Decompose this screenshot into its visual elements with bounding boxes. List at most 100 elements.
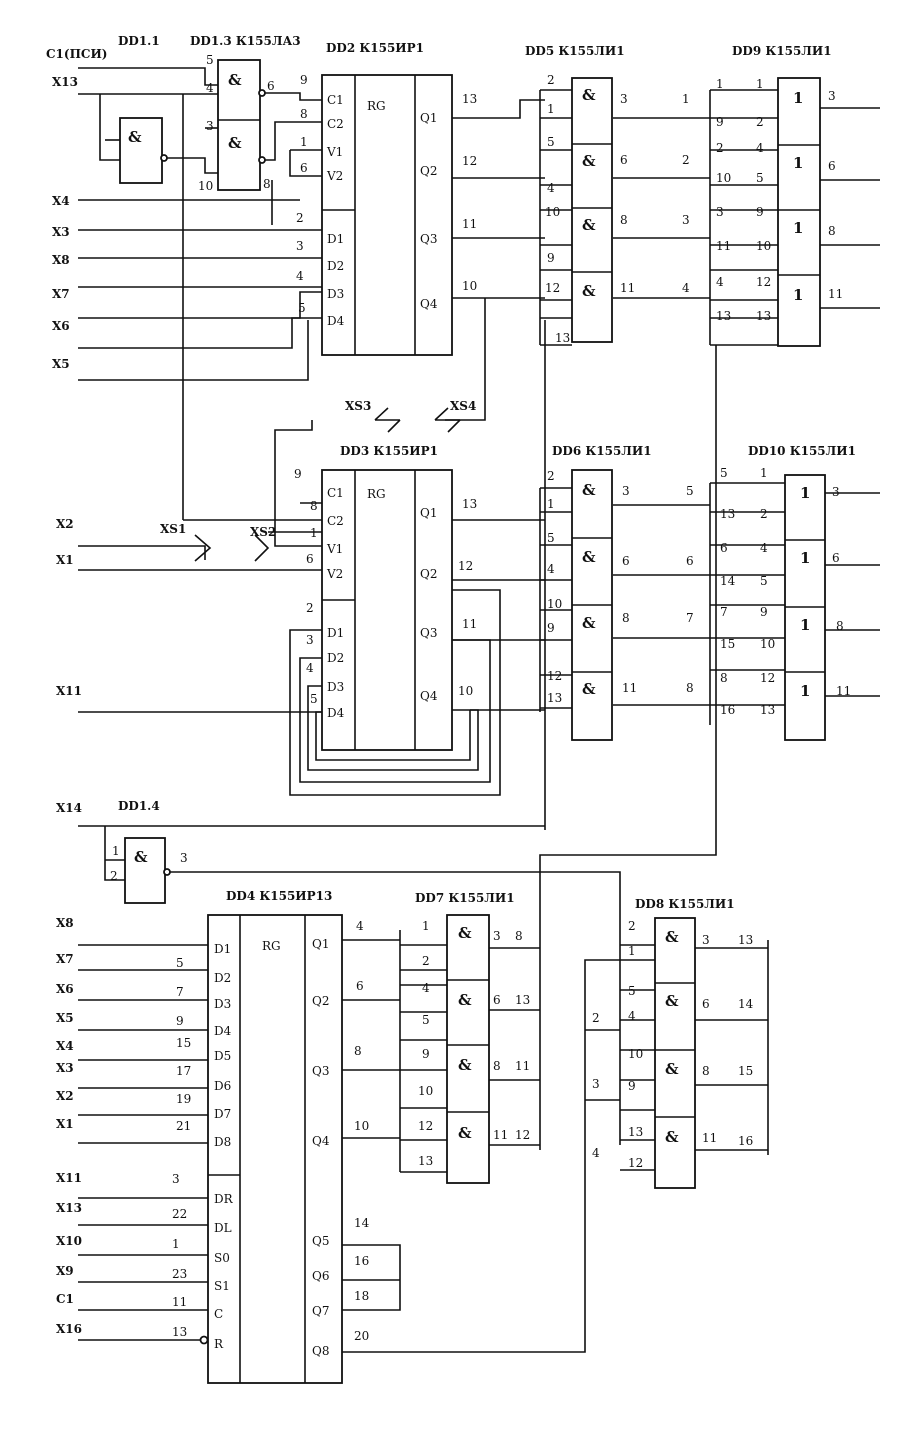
pin: 16 <box>738 1134 753 1148</box>
dd10-b-symbol: 1 <box>800 549 810 567</box>
pin: 16 <box>354 1254 369 1268</box>
dd4-q4: Q4 <box>312 1134 330 1148</box>
label-b-x4: X4 <box>56 1039 74 1053</box>
pin: 3 <box>592 1077 600 1091</box>
pin: 11 <box>462 217 477 231</box>
pin: 9 <box>547 621 555 635</box>
pin: 20 <box>354 1329 369 1343</box>
dd9-title: DD9 К155ЛИ1 <box>732 44 832 58</box>
dd1-1-gate: & <box>119 117 168 184</box>
bottom-wires <box>78 871 769 1353</box>
pin: 5 <box>547 135 555 149</box>
pin: 5 <box>547 531 555 545</box>
dd4-title: DD4 К155ИР13 <box>226 889 332 903</box>
dd2-d1: D1 <box>327 232 344 246</box>
chip-titles: DD1.1 DD1.3 К155ЛА3 DD2 К155ИР1 DD5 К155… <box>118 34 856 911</box>
pin: 1 <box>760 466 768 480</box>
pin: 1 <box>682 92 690 106</box>
pin: 2 <box>592 1011 600 1025</box>
pin: 1 <box>628 944 636 958</box>
dd4-s1: S1 <box>214 1279 230 1293</box>
pin: 3 <box>716 205 724 219</box>
label-x4: X4 <box>52 194 70 208</box>
dd8-d-symbol: & <box>665 1128 679 1146</box>
pin: 10 <box>716 171 731 185</box>
dd4-q8: Q8 <box>312 1344 329 1358</box>
pin: 12 <box>628 1156 643 1170</box>
pin: 8 <box>263 177 271 191</box>
pin: 1 <box>756 77 764 91</box>
dd5-b-symbol: & <box>582 152 596 170</box>
dd3-d2: D2 <box>327 651 344 665</box>
pin: 13 <box>738 933 753 947</box>
pin: 5 <box>756 171 764 185</box>
pin: 16 <box>720 703 735 717</box>
pin: 11 <box>716 239 731 253</box>
pin: 1 <box>310 526 318 540</box>
pin: 11 <box>702 1131 717 1145</box>
pin: 10 <box>458 684 473 698</box>
label-xs2: XS2 <box>250 525 276 539</box>
pin: 2 <box>547 469 555 483</box>
pin: 4 <box>296 269 304 283</box>
dd4-dl: DL <box>214 1221 232 1235</box>
dd4-r: R <box>214 1337 224 1351</box>
dd3-title: DD3 К155ИР1 <box>340 444 438 458</box>
pin: 11 <box>836 684 851 698</box>
dd4-pin-labels: D1 D2 D3 D4 D5 D6 D7 D8 DR DL S0 S1 C R … <box>214 937 330 1358</box>
dd2-q3: Q3 <box>420 232 437 246</box>
pin: 8 <box>702 1064 710 1078</box>
pin: 2 <box>422 954 430 968</box>
dd2-rg-label: RG <box>367 99 386 113</box>
dd2-q1: Q1 <box>420 111 437 125</box>
label-x8: X8 <box>52 253 70 267</box>
pin: 2 <box>296 211 304 225</box>
dd2-v1: V1 <box>326 145 343 159</box>
pin: 10 <box>547 597 562 611</box>
pin: 8 <box>720 671 728 685</box>
pin: 12 <box>756 275 771 289</box>
dd2-c1: C1 <box>327 93 344 107</box>
pin: 11 <box>828 287 843 301</box>
pin: 4 <box>592 1146 600 1160</box>
pin: 10 <box>628 1047 643 1061</box>
pin: 14 <box>720 574 736 588</box>
pin: 5 <box>206 53 214 67</box>
pin: 6 <box>306 552 314 566</box>
pin: 14 <box>738 997 754 1011</box>
dd6-gates: & & & & <box>571 469 613 741</box>
dd2-q2: Q2 <box>420 164 437 178</box>
pin: 13 <box>462 497 477 511</box>
dd8-b-symbol: & <box>665 992 679 1010</box>
label-b-x2: X2 <box>56 1089 74 1103</box>
pin: 12 <box>458 559 473 573</box>
pin: 12 <box>462 154 477 168</box>
pin: 3 <box>172 1172 180 1186</box>
dd3-q4: Q4 <box>420 689 438 703</box>
dd1-3-gate: & & <box>217 59 266 191</box>
pin: 13 <box>756 309 771 323</box>
dd2-q4: Q4 <box>420 297 438 311</box>
dd7-title: DD7 К155ЛИ1 <box>415 891 515 905</box>
pin: 4 <box>547 562 555 576</box>
dd7-gates: & & & & <box>446 914 490 1184</box>
pin: 3 <box>828 89 836 103</box>
pin: 11 <box>620 281 635 295</box>
pin-numbers: 5 4 3 10 6 8 9 8 1 6 2 3 4 5 13 12 11 10… <box>110 53 851 1343</box>
label-b-x16: X16 <box>56 1322 82 1336</box>
pin: 3 <box>682 213 690 227</box>
dd10-c-symbol: 1 <box>800 616 810 634</box>
dd2-title: DD2 К155ИР1 <box>326 41 424 55</box>
pin: 1 <box>300 135 308 149</box>
label-x1: X1 <box>56 553 74 567</box>
dd10-gates: 1 1 1 1 <box>784 474 826 741</box>
pin: 4 <box>628 1009 636 1023</box>
dd4-c: C <box>214 1307 223 1321</box>
pin: 4 <box>760 541 768 555</box>
dd2-d2: D2 <box>327 259 344 273</box>
pin: 12 <box>547 669 562 683</box>
pin: 7 <box>176 985 184 999</box>
pin: 2 <box>760 507 768 521</box>
pin: 7 <box>686 611 694 625</box>
label-b-x10: X10 <box>56 1234 82 1248</box>
